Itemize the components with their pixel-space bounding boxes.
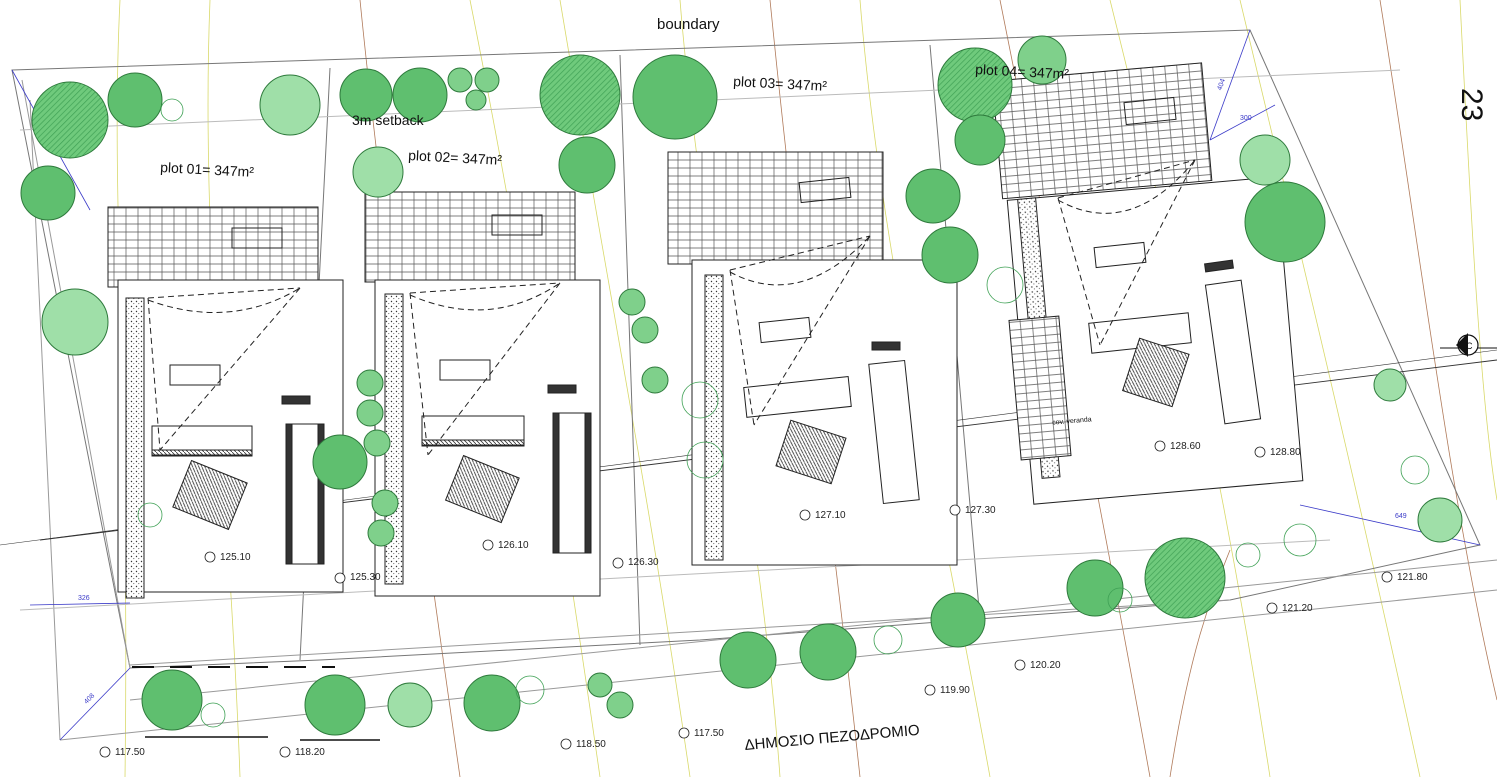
level-121-20: 121.20 [1282,603,1313,614]
street-name: ΔΗΜΟΣΙΟ ΠΕΖΟΔΡΟΜΙΟ [744,722,920,754]
plot-04-label: plot 04= 347m² [975,61,1070,82]
shrubs [137,98,1430,728]
level-117-50-a: 117.50 [115,747,145,758]
level-128-80: 128.80 [1270,447,1301,458]
level-markers [99,440,1393,758]
plot-01-house [107,206,344,599]
dim-408: 408 [83,692,96,705]
level-126-10: 126.10 [498,540,529,551]
dim-404: 404 [1216,78,1227,91]
section-marker-letter: C [1466,341,1473,351]
dim-649: 649 [1395,513,1407,520]
level-126-30: 126.30 [628,557,659,568]
level-120-20: 120.20 [1030,660,1061,671]
plot-02-label: plot 02= 347m² [408,147,503,168]
veranda-label: cov. veranda [1052,416,1092,426]
level-125-30: 125.30 [350,572,381,583]
plot-01-label: plot 01= 347m² [160,159,255,180]
boundary-label: boundary [657,16,720,33]
frontage-solid [145,736,380,741]
level-117-50-b: 117.50 [694,728,724,739]
plot-04-house [991,62,1304,505]
sheet-number: 23 [1455,88,1488,121]
dim-326: 326 [78,595,90,602]
section-marker: C [1440,333,1497,357]
level-125-10: 125.10 [220,552,251,563]
dim-300: 300 [1240,115,1252,122]
plot-02-house [364,191,601,597]
setback-label: 3m setback [352,112,425,128]
level-119-90: 119.90 [940,685,970,696]
level-118-50: 118.50 [576,739,606,750]
plot-03-label: plot 03= 347m² [733,73,828,94]
level-127-10: 127.10 [815,510,846,521]
level-118-20: 118.20 [295,747,325,758]
plot-03-house [667,151,958,566]
level-127-30: 127.30 [965,505,996,516]
level-128-60: 128.60 [1170,441,1201,452]
level-121-80: 121.80 [1397,572,1428,583]
trees [20,35,1463,736]
